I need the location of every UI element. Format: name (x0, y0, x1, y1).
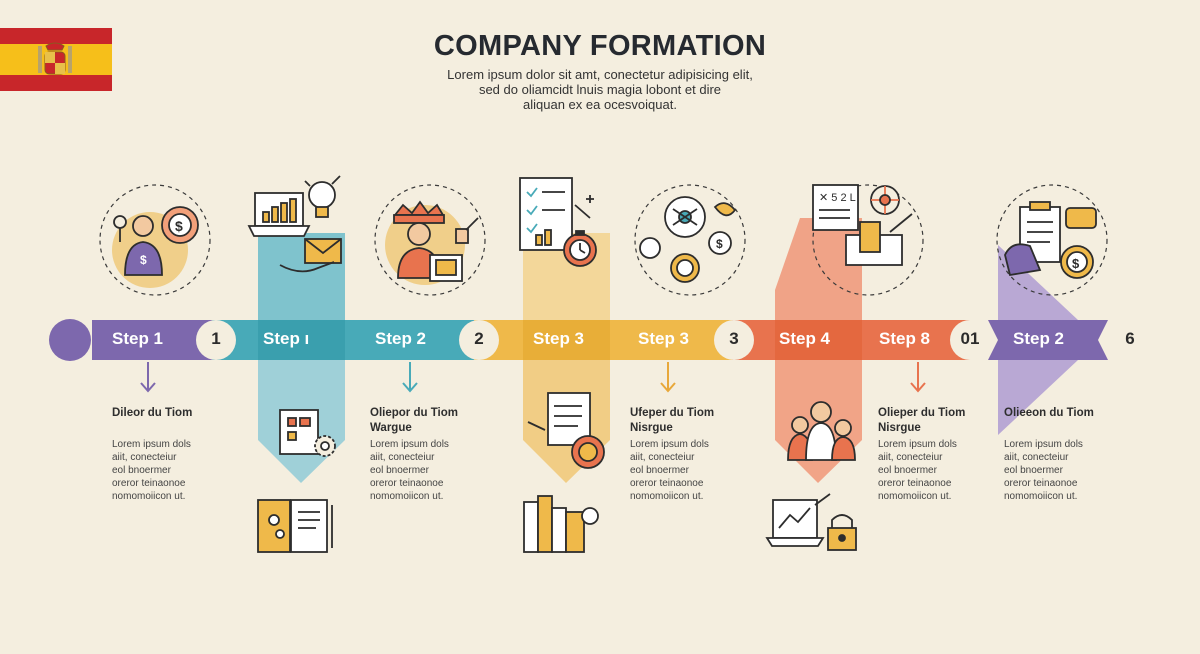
laptop-lock-icon (765, 493, 857, 551)
column-yellow-band (523, 320, 610, 360)
description-line: eol bnoermer (112, 465, 171, 476)
description-line: aiit, conecteiur (370, 452, 435, 463)
person-money-gear-icon: $ $ (112, 206, 199, 288)
dashed-circle-5 (996, 184, 1108, 296)
column-orange-band (775, 320, 862, 360)
start-dot (49, 319, 91, 361)
dashed-circle-4 (812, 184, 924, 296)
orange-column (775, 218, 862, 320)
band-purple-end (988, 320, 1108, 360)
badge-01 (950, 320, 990, 360)
description-line: aiit, conecteiur (878, 452, 943, 463)
description-line: aiit, conecteiur (112, 452, 177, 463)
step-label-4: Step 3 (533, 329, 585, 348)
step-number-2: 2 (474, 329, 484, 348)
description-line: nomomoiicon ut. (370, 491, 444, 502)
description-heading-line-2: Nisrgue (878, 422, 921, 434)
step-label-1: Step 1 (112, 329, 164, 348)
dashed-circle-2 (374, 184, 486, 296)
description-line: aiit, conecteiur (630, 452, 695, 463)
description-line: Lorem ipsum dols (1004, 439, 1083, 450)
description-heading: Dileor du Tiom (112, 407, 193, 419)
purple-column-lower (998, 360, 1078, 435)
badge-3 (714, 320, 754, 360)
arrow-down-3 (660, 362, 676, 393)
description-line: Lorem ipsum dols (878, 439, 957, 450)
clipboard-gear-icon (279, 409, 336, 457)
envelope-hand-icon (279, 238, 342, 273)
description-heading: Ufeper du Tiom (630, 407, 715, 419)
badge-2 (459, 320, 499, 360)
arrow-down-1 (140, 362, 156, 393)
description-line: nomomoiicon ut. (112, 491, 186, 502)
column-teal-band (258, 320, 345, 360)
description-line: eol bnoermer (1004, 465, 1063, 476)
scroll-coin-icon (527, 392, 605, 469)
team-icon (787, 401, 856, 461)
page-title: COMPANY FORMATION (433, 30, 767, 62)
svg-text:$: $ (716, 237, 723, 251)
subtitle-line-1: Lorem ipsum dolor sit amt, conectetur ad… (447, 67, 753, 82)
subtitle-line-3: aliquan ex ea ocesvoiquat. (523, 97, 677, 112)
stopwatch-icon (563, 230, 597, 267)
svg-text:✕ 5 2 L: ✕ 5 2 L (819, 192, 856, 204)
step-label-5: Step 3 (638, 329, 690, 348)
coat-of-arms-icon (38, 42, 72, 75)
description-line: eol bnoermer (878, 465, 937, 476)
description-line: eol bnoermer (630, 465, 689, 476)
checklist-chart-icon (519, 177, 594, 251)
svg-text:$: $ (1072, 256, 1080, 271)
description-line: aiit, conecteiur (1004, 452, 1069, 463)
description-heading-line-2: Nisrgue (630, 422, 673, 434)
step-label-2: Step ı (263, 329, 310, 348)
description-line: Lorem ipsum dols (370, 439, 449, 450)
books-folders-icon (523, 495, 599, 553)
laptop-chart-icon (247, 192, 311, 237)
description-heading: Olieeon du Tiom (1004, 407, 1094, 419)
description-heading-line-2: Wargue (370, 422, 412, 434)
step-number-1: 1 (211, 329, 221, 348)
description-line: eol bnoermer (370, 465, 429, 476)
dashed-circle-1 (99, 184, 211, 296)
network-coins-icon: $ (639, 196, 737, 283)
document-signing-icon: ✕ 5 2 L (812, 184, 913, 266)
description-line: oreror teinaonoe (630, 478, 704, 489)
description-line: nomomoiicon ut. (878, 491, 952, 502)
description-line: Lorem ipsum dols (630, 439, 709, 450)
spain-flag (0, 28, 112, 91)
step-number-3: 3 (729, 329, 739, 348)
step-label-6: Step 4 (779, 329, 831, 348)
description-heading: Oliepor du Tiom (370, 407, 458, 419)
lightbulb-icon (304, 175, 341, 218)
badge-1 (196, 320, 236, 360)
documents-pen-icon (257, 499, 333, 553)
step-label-3: Step 2 (375, 329, 427, 348)
description-line: nomomoiicon ut. (1004, 491, 1078, 502)
description-line: nomomoiicon ut. (630, 491, 704, 502)
description-line: oreror teinaonoe (1004, 478, 1078, 489)
step-label-8: Step 2 (1013, 329, 1065, 348)
arrow-down-4 (910, 362, 926, 393)
svg-text:$: $ (175, 218, 183, 234)
subtitle-line-2: sed do oliamcidt lnuis magia lobont et d… (478, 82, 722, 97)
crown-worker-icon (385, 200, 479, 285)
description-line: oreror teinaonoe (878, 478, 952, 489)
arrow-down-2 (402, 362, 418, 393)
dashed-circle-3 (634, 184, 746, 296)
step-label-7: Step 8 (879, 329, 931, 348)
description-line: Lorem ipsum dols (112, 439, 191, 450)
step-number-4: 01 (960, 329, 980, 348)
documents-money-icon: $ (1004, 201, 1097, 279)
svg-text:$: $ (140, 253, 147, 267)
band-purple (92, 320, 212, 360)
description-heading: Olieper du Tiom (878, 407, 966, 419)
description-line: oreror teinaonoe (112, 478, 186, 489)
description-line: oreror teinaonoe (370, 478, 444, 489)
step-number-5: 6 (1125, 329, 1135, 348)
